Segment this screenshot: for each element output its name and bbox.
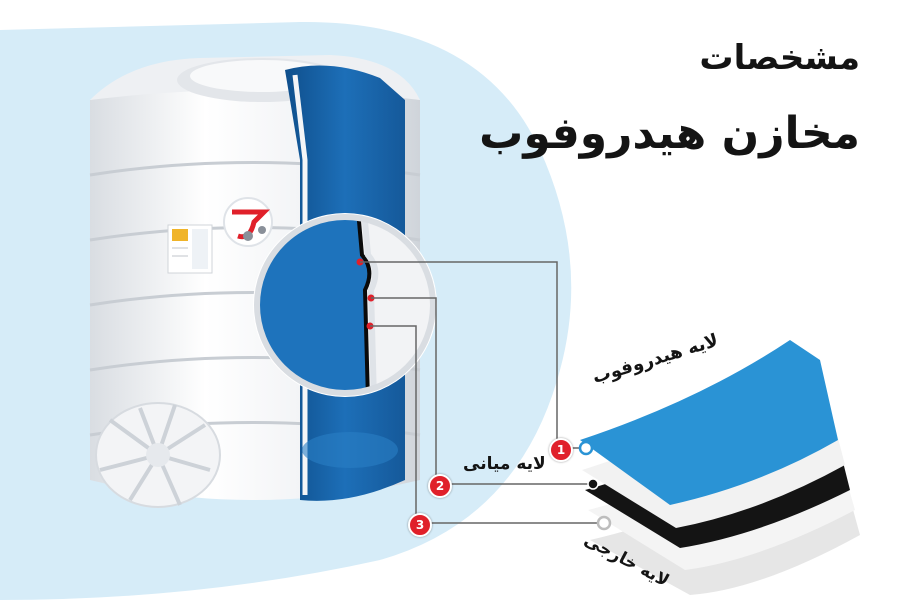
marker-badge-3: 3 — [408, 513, 432, 537]
magnifier-circle-icon — [253, 213, 437, 397]
tank-lid-icon — [95, 402, 221, 508]
layer-label-middle: لایه میانی — [463, 454, 546, 474]
layer-stack — [578, 340, 860, 595]
product-sticker — [167, 224, 213, 274]
brand-logo-icon — [223, 197, 273, 247]
title-hydrophobic-tanks: مخازن هیدروفوب — [479, 108, 860, 159]
marker-badge-2: 2 — [428, 474, 452, 498]
marker-badge-1: 1 — [549, 438, 573, 462]
title-specs: مشخصات — [699, 38, 860, 78]
